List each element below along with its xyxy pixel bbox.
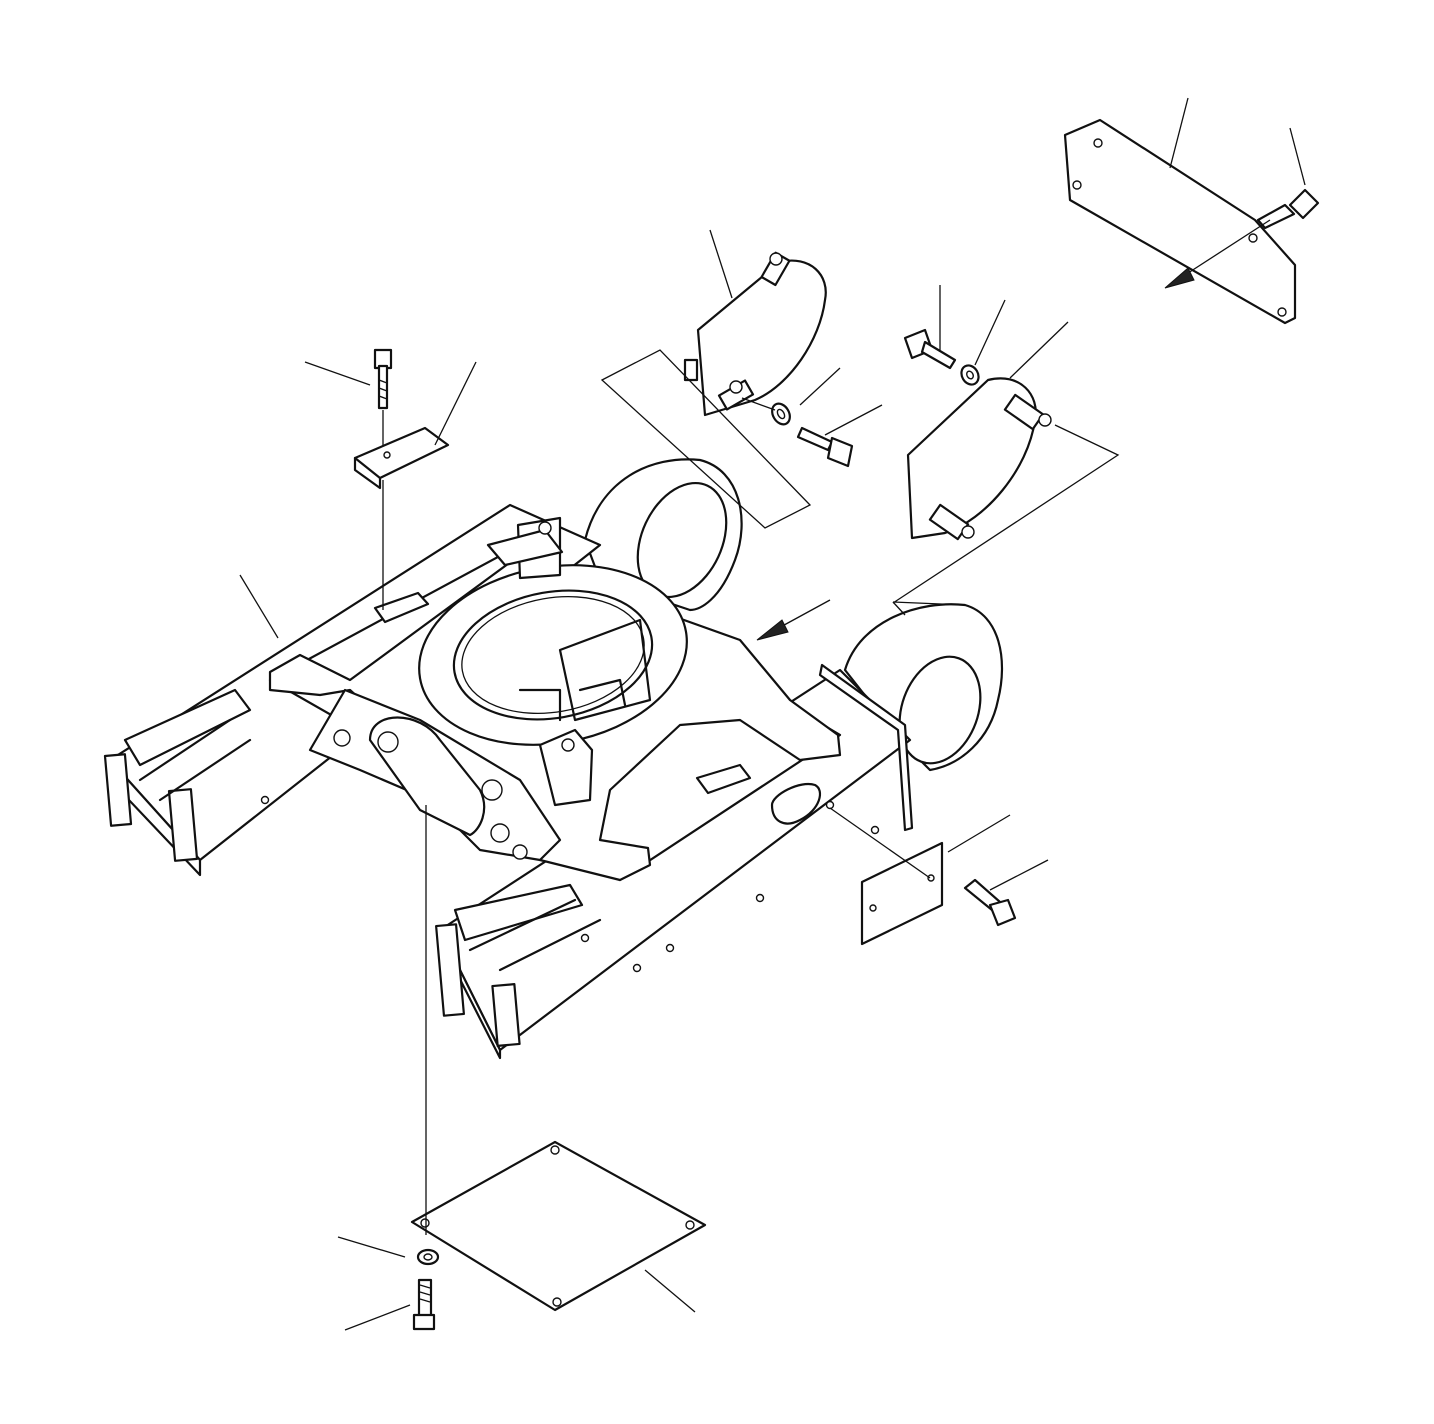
washer-bottom (418, 1250, 438, 1264)
bolt-front-right (905, 330, 955, 368)
arrow-rear (1165, 220, 1270, 288)
bolt-side (965, 880, 1015, 925)
front-cover-left (685, 253, 826, 415)
bottom-guard-plate (412, 1142, 705, 1312)
side-plate (862, 843, 942, 944)
washer-front-right (958, 362, 982, 387)
bolt-front-left (798, 428, 852, 466)
arrow-front (757, 600, 830, 640)
bolt-top-left (375, 350, 391, 408)
rear-cover (1065, 120, 1295, 323)
front-cover-right (908, 378, 1051, 539)
bolt-bottom (414, 1280, 434, 1329)
track-frame (105, 459, 1002, 1058)
washer-front-left (769, 400, 794, 427)
frame-holes (262, 797, 879, 972)
clamp-plate (355, 428, 448, 488)
